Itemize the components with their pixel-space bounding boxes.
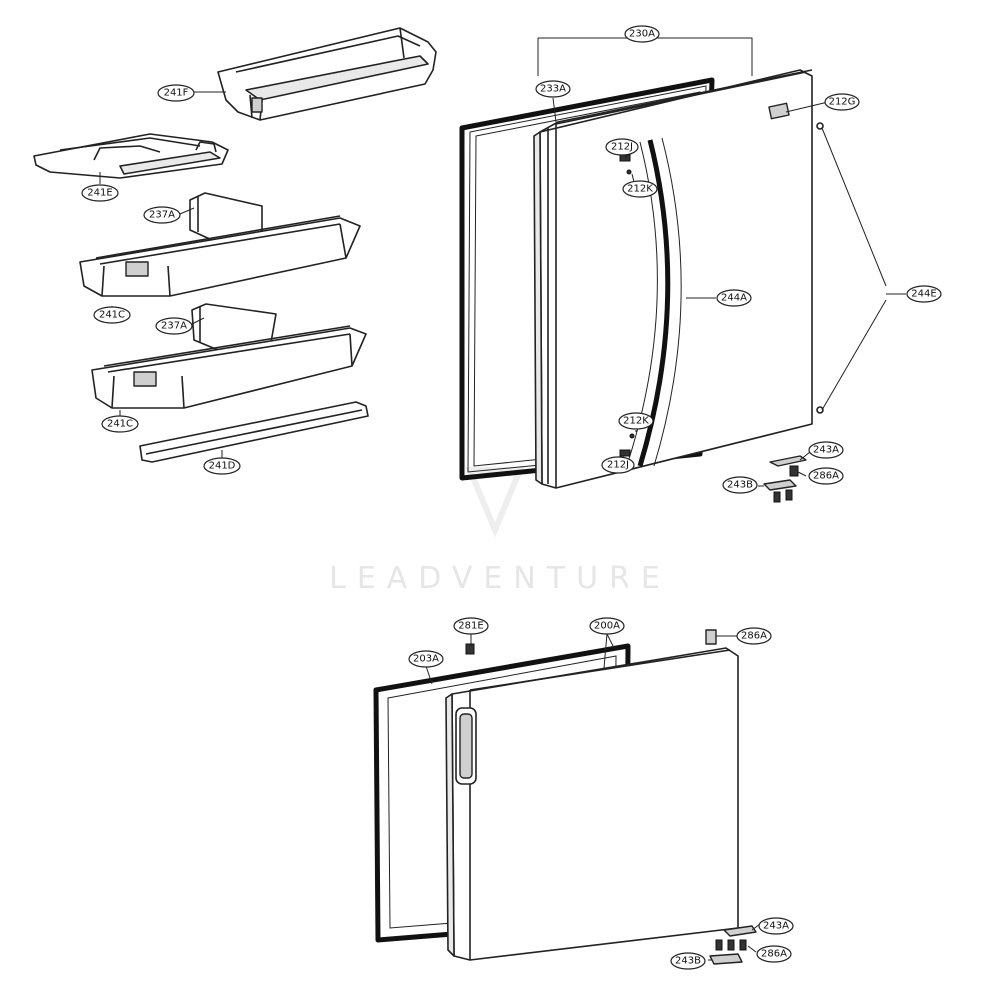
lower-door-assembly: [373, 629, 757, 965]
callout-200A: 200A: [589, 617, 625, 635]
callout-286A-lower-top: 286A: [736, 627, 772, 645]
callout-241F: 241F: [157, 84, 195, 102]
callout-label: 212K: [623, 416, 649, 427]
callout-label: 212J: [611, 142, 633, 153]
callout-244E: 244E: [906, 285, 942, 303]
callout-244A: 244A: [716, 289, 752, 307]
leader-lines: [99, 37, 906, 961]
callout-243B-lower: 243B: [670, 952, 706, 970]
callout-label: 212J: [607, 460, 629, 471]
callout-label: 241C: [99, 310, 125, 321]
callout-label: 243B: [727, 480, 753, 491]
callout-212J-top: 212J: [605, 138, 639, 156]
callout-212K-top: 212K: [622, 180, 658, 198]
callout-label: 203A: [413, 654, 439, 665]
callout-label: 286A: [741, 631, 767, 642]
callout-label: 243A: [763, 921, 789, 932]
callout-label: 286A: [761, 949, 787, 960]
callout-label: 241D: [209, 461, 236, 472]
callout-label: 212G: [829, 97, 856, 108]
callout-243B-top: 243B: [722, 476, 758, 494]
callout-label: 237A: [161, 321, 187, 332]
callout-243A-top: 243A: [808, 441, 844, 459]
callout-243A-lower: 243A: [758, 917, 794, 935]
callout-label: 244E: [911, 289, 936, 300]
callout-label: 233A: [540, 84, 566, 95]
door-bin-241F: [217, 27, 437, 121]
callout-label: 237A: [149, 210, 175, 221]
callout-241E: 241E: [81, 184, 119, 202]
callout-label: 286A: [813, 471, 839, 482]
callout-241C-upper: 241C: [93, 306, 131, 324]
callout-281E: 281E: [453, 617, 489, 635]
upper-door-assembly: [459, 69, 824, 503]
callout-label: 244A: [721, 293, 747, 304]
callout-230A: 230A: [624, 25, 660, 43]
watermark-text: LEADVENTURE: [329, 561, 671, 596]
callout-237A-lower: 237A: [155, 317, 193, 335]
callout-212J-bottom: 212J: [601, 456, 635, 474]
door-bin-241C-upper: [79, 192, 361, 297]
callout-233A: 233A: [535, 80, 571, 98]
callout-241C-lower: 241C: [101, 415, 139, 433]
callout-label: 241E: [87, 188, 112, 199]
door-bin-241C-lower: [91, 303, 367, 409]
callout-label: 200A: [594, 621, 620, 632]
callout-label: 281E: [458, 621, 483, 632]
tray-241E: [33, 133, 229, 179]
callout-label: 230A: [629, 29, 655, 40]
callout-label: 241C: [107, 419, 133, 430]
callout-286A-top: 286A: [808, 467, 844, 485]
callout-237A-upper: 237A: [143, 206, 181, 224]
callout-203A: 203A: [408, 650, 444, 668]
watermark: LEADVENTURE: [329, 467, 671, 596]
callout-212K-bottom: 212K: [618, 412, 654, 430]
callout-241D: 241D: [203, 457, 241, 475]
callout-212G: 212G: [824, 93, 860, 111]
callout-label: 243B: [675, 956, 701, 967]
callout-286A-lower: 286A: [756, 945, 792, 963]
callout-label: 243A: [813, 445, 839, 456]
callout-label: 212K: [627, 184, 653, 195]
bar-241D: [139, 401, 369, 463]
callout-label: 241F: [164, 88, 189, 99]
